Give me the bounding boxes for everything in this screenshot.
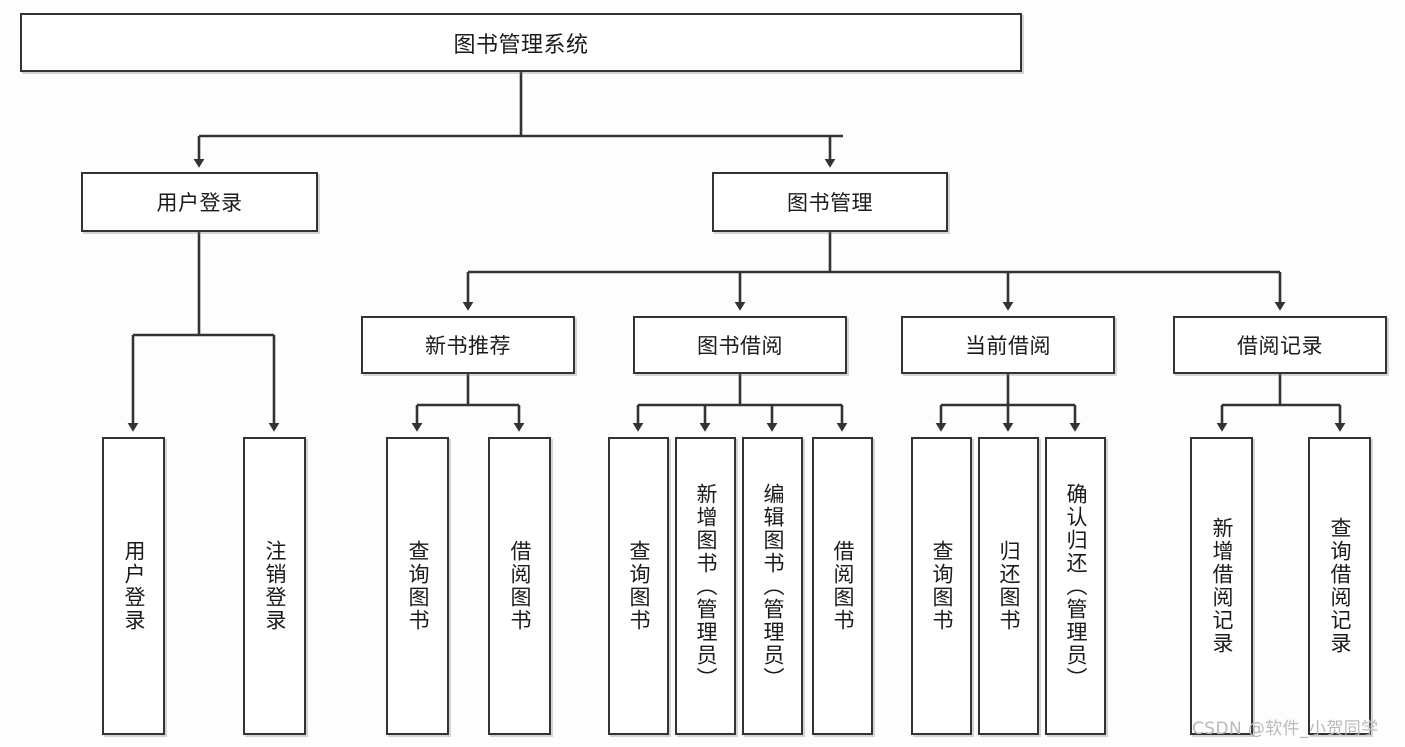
leaf-label: 归还图书	[996, 540, 1021, 632]
leaf-edit-book-admin[interactable]: 编辑图书（管理员）	[742, 437, 803, 735]
node-book-borrow[interactable]: 图书借阅	[633, 316, 847, 374]
leaf-add-book-admin[interactable]: 新增图书（管理员）	[675, 437, 736, 735]
leaf-borrow-book-recommend[interactable]: 借阅图书	[488, 437, 551, 735]
leaf-label: 注销登录	[262, 540, 287, 632]
node-new-book-recommend[interactable]: 新书推荐	[361, 316, 575, 374]
leaf-label: 查询借阅记录	[1327, 517, 1352, 655]
node-book-management[interactable]: 图书管理	[712, 172, 948, 232]
leaf-label: 新增借阅记录	[1209, 517, 1234, 655]
leaf-label: 查询图书	[405, 540, 430, 632]
leaf-query-book-current[interactable]: 查询图书	[911, 437, 972, 735]
leaf-label: 借阅图书	[830, 540, 855, 632]
leaf-label: 用户登录	[121, 540, 146, 632]
leaf-add-borrow-record[interactable]: 新增借阅记录	[1190, 437, 1253, 735]
leaf-query-borrow-record[interactable]: 查询借阅记录	[1308, 437, 1371, 735]
leaf-confirm-return-admin[interactable]: 确认归还（管理员）	[1045, 437, 1106, 735]
leaf-query-book-borrow[interactable]: 查询图书	[608, 437, 669, 735]
node-borrow-record[interactable]: 借阅记录	[1173, 316, 1387, 374]
leaf-borrow-book[interactable]: 借阅图书	[812, 437, 873, 735]
csdn-watermark: CSDN @软件_小贺同学	[1192, 719, 1379, 739]
leaf-label: 查询图书	[929, 540, 954, 632]
leaf-label: 编辑图书（管理员）	[760, 482, 785, 690]
leaf-query-book-recommend[interactable]: 查询图书	[386, 437, 449, 735]
leaf-return-book[interactable]: 归还图书	[978, 437, 1039, 735]
leaf-logout[interactable]: 注销登录	[243, 437, 306, 735]
leaf-label: 查询图书	[626, 540, 651, 632]
leaf-user-login[interactable]: 用户登录	[102, 437, 165, 735]
leaf-label: 确认归还（管理员）	[1063, 482, 1088, 690]
node-book-management-system[interactable]: 图书管理系统	[20, 13, 1022, 72]
node-user-login[interactable]: 用户登录	[81, 172, 318, 232]
leaf-label: 新增图书（管理员）	[693, 482, 718, 690]
node-current-borrow[interactable]: 当前借阅	[901, 316, 1115, 374]
leaf-label: 借阅图书	[507, 540, 532, 632]
